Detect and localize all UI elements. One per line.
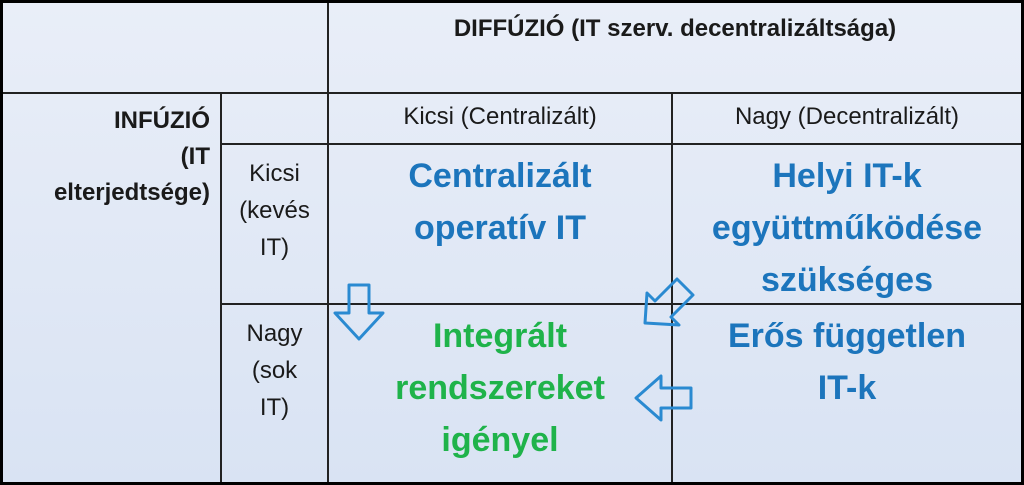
row-large-line-3: IT) bbox=[259, 394, 290, 421]
cell-ss-line-1: Centralizált bbox=[408, 157, 592, 195]
cell-ls-line-2: rendszereket bbox=[395, 369, 605, 407]
column-header-large: Nagy (Decentralizált) bbox=[734, 103, 960, 130]
infusion-line-3: elterjedtsége) bbox=[53, 179, 210, 206]
divider-v-1 bbox=[327, 3, 329, 482]
down-arrow-icon bbox=[333, 283, 385, 341]
row-large-line-2: (sok bbox=[251, 357, 298, 384]
divider-h-top bbox=[3, 92, 1021, 94]
cell-centralized-operative: Centralizált operatív IT bbox=[329, 150, 671, 254]
divider-v-2 bbox=[671, 92, 673, 482]
cell-integrated-systems: Integrált rendszereket igényel bbox=[329, 310, 671, 466]
cell-ls-line-3: igényel bbox=[441, 421, 559, 459]
cell-strong-independent-it: Erős független IT-k bbox=[673, 310, 1021, 414]
divider-v-left bbox=[220, 92, 222, 482]
infusion-line-2: (IT bbox=[180, 143, 210, 170]
cell-sl-line-2: együttműködése bbox=[711, 209, 983, 247]
cell-sl-line-1: Helyi IT-k bbox=[772, 157, 922, 195]
cell-ll-line-1: Erős független bbox=[727, 317, 967, 355]
infusion-title: INFÚZIÓ (IT elterjedtsége) bbox=[3, 103, 210, 211]
row-small-line-1: Kicsi bbox=[249, 160, 300, 187]
column-header-small: Kicsi (Centralizált) bbox=[403, 103, 597, 130]
row-small-line-2: (kevés bbox=[239, 197, 310, 224]
cell-ss-line-2: operatív IT bbox=[414, 209, 586, 247]
row-header-small: Kicsi (kevés IT) bbox=[222, 155, 327, 266]
cell-local-it-cooperation: Helyi IT-k együttműködése szükséges bbox=[673, 150, 1021, 306]
cell-sl-line-3: szükséges bbox=[761, 261, 933, 299]
cell-ls-line-1: Integrált bbox=[432, 317, 568, 355]
infusion-line-1: INFÚZIÓ bbox=[114, 107, 210, 134]
divider-h-colheader bbox=[220, 143, 1021, 145]
matrix-panel: DIFFÚZIÓ (IT szerv. decentralizáltsága) … bbox=[3, 3, 1021, 482]
row-large-line-1: Nagy bbox=[246, 320, 303, 347]
row-header-large: Nagy (sok IT) bbox=[222, 315, 327, 426]
left-arrow-icon bbox=[634, 374, 693, 422]
row-small-line-3: IT) bbox=[259, 234, 290, 261]
diagonal-arrow-icon bbox=[643, 277, 695, 327]
diffusion-title: DIFFÚZIÓ (IT szerv. decentralizáltsága) bbox=[453, 15, 897, 42]
cell-ll-line-2: IT-k bbox=[817, 369, 877, 407]
divider-h-mid bbox=[220, 303, 1021, 305]
